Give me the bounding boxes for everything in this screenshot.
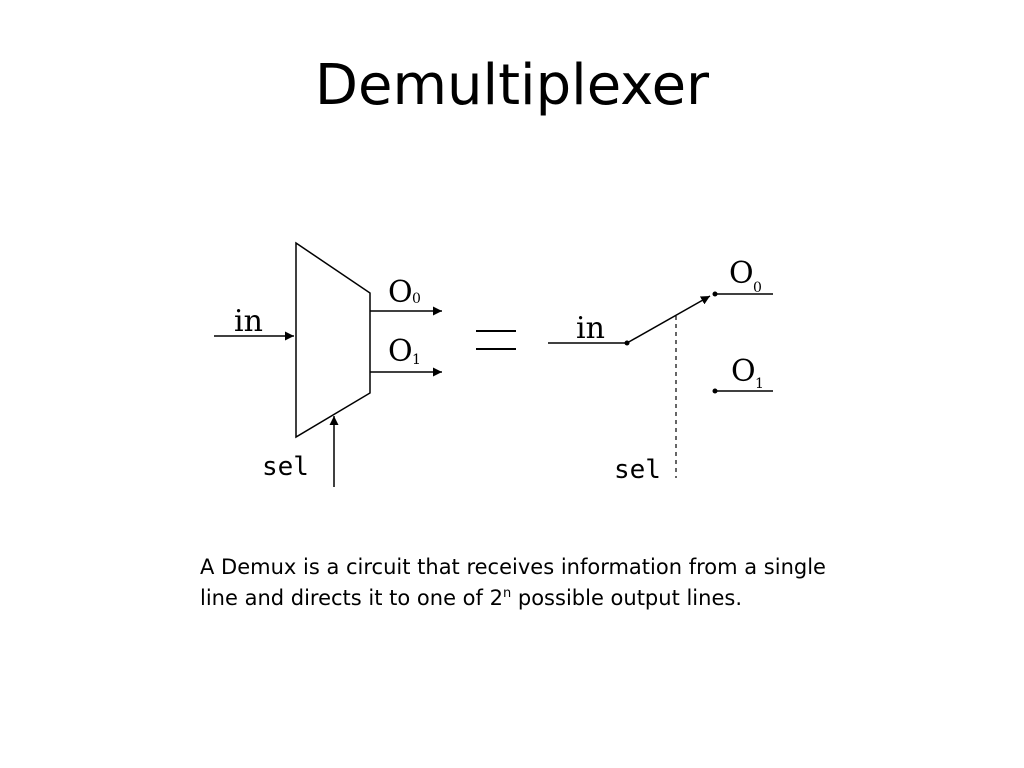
block-input-label: in <box>234 304 263 339</box>
block-output-0-subscript: 0 <box>412 291 421 307</box>
block-select-label: sel <box>262 452 309 482</box>
block-output-1-subscript: 1 <box>412 352 421 368</box>
demux-block: in O 0 O 1 sel <box>214 241 442 487</box>
caption-exponent: n <box>502 586 512 601</box>
switch-input-label: in <box>576 311 605 346</box>
demux-trapezoid <box>295 241 371 439</box>
switch-output-0-subscript: 0 <box>753 280 762 296</box>
switch-output-1-subscript: 1 <box>755 376 764 392</box>
caption-line-1: A Demux is a circuit that receives infor… <box>200 555 826 579</box>
slide-title: Demultiplexer <box>314 53 710 118</box>
block-output-0-label: O <box>388 275 413 310</box>
caption-line-2-end: possible output lines. <box>511 586 742 610</box>
caption: A Demux is a circuit that receives infor… <box>200 552 930 614</box>
switch-diagram: in O 0 O 1 sel <box>548 256 773 485</box>
equals-sign <box>476 330 516 350</box>
switch-output-1-label: O <box>731 354 756 389</box>
switch-arm-arrow <box>626 295 711 344</box>
switch-select-label: sel <box>614 455 661 485</box>
block-output-1-label: O <box>388 334 413 369</box>
switch-output-0-label: O <box>729 256 754 291</box>
caption-line-2-start: line and directs it to one of 2 <box>200 586 503 610</box>
